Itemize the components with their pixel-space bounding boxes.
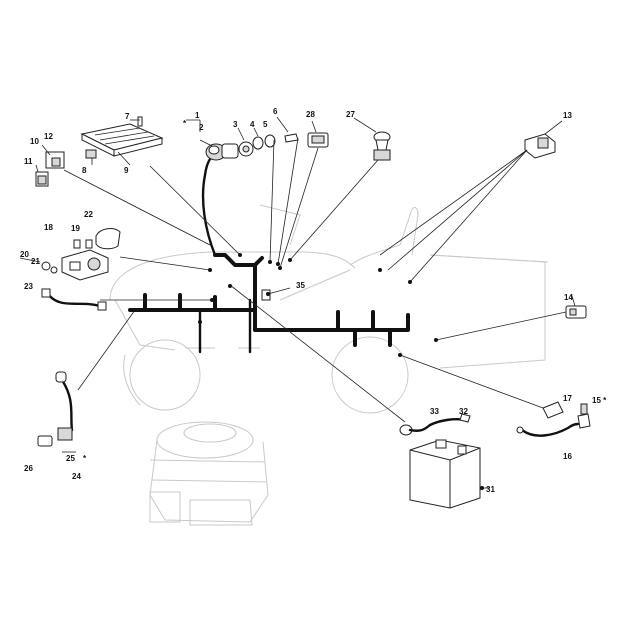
washer-part-4-5 — [252, 134, 276, 150]
callout-3: 3 — [233, 120, 238, 129]
cable-part-24 — [55, 371, 74, 441]
key-part-6 — [284, 133, 299, 143]
cable-part-23 — [41, 288, 107, 311]
callout-23: 23 — [24, 282, 33, 291]
callout-12: 12 — [44, 132, 53, 141]
callout-2: 2 — [199, 123, 204, 132]
callout-1: 1 — [195, 111, 200, 120]
engine-outline — [149, 421, 269, 526]
callout-31: 31 — [486, 485, 495, 494]
callout-13: 13 — [563, 111, 572, 120]
callout-11: 11 — [24, 157, 33, 166]
battery-terminal-cover-part-33 — [399, 423, 432, 436]
callout-33: 33 — [430, 407, 439, 416]
rocker-switch-part-28 — [307, 132, 329, 148]
wire-part-16 — [516, 422, 580, 437]
callout-7: 7 — [125, 112, 130, 121]
push-button-part-27 — [373, 131, 391, 161]
ignition-switch-part-2 — [205, 143, 239, 161]
callout-32: 32 — [459, 407, 468, 416]
callout-22: 22 — [84, 210, 93, 219]
callout-8: 8 — [82, 166, 87, 175]
plug-part-26 — [37, 435, 53, 447]
leader-dots — [133, 253, 484, 490]
battery-part-31 — [409, 439, 481, 509]
callout-labels: 1 * 2 3 4 5 6 7 8 9 10 11 12 13 14 15 * … — [20, 107, 607, 494]
callout-19: 19 — [71, 224, 80, 233]
callout-9: 9 — [124, 166, 129, 175]
callout-5: 5 — [263, 120, 268, 129]
connector-part-35 — [261, 289, 271, 301]
callout-4: 4 — [250, 120, 255, 129]
callout-star-bottom: * — [83, 454, 87, 463]
callout-26: 26 — [24, 464, 33, 473]
relay-part-13 — [524, 133, 556, 159]
callout-18: 18 — [44, 223, 53, 232]
callout-28: 28 — [306, 110, 315, 119]
relay-parts-10-12 — [35, 151, 65, 187]
callout-14: 14 — [564, 293, 573, 302]
terminal-part-18-19 — [73, 239, 93, 249]
callout-25: 25 — [66, 454, 75, 463]
callout-21: 21 — [31, 257, 40, 266]
leader-lines — [19, 116, 576, 489]
callout-27: 27 — [346, 110, 355, 119]
callout-10: 10 — [30, 137, 39, 146]
cover-part-22 — [95, 228, 121, 250]
callout-35: 35 — [296, 281, 305, 290]
callout-20: 20 — [20, 250, 29, 259]
switch-part-3 — [238, 141, 254, 157]
callout-6: 6 — [273, 107, 278, 116]
sensor-part-15 — [577, 403, 591, 429]
callout-17: 17 — [563, 394, 572, 403]
callout-24: 24 — [72, 472, 81, 481]
callout-star-top: * — [183, 119, 187, 128]
sensor-part-14 — [565, 305, 587, 319]
callout-15: 15 * — [592, 396, 607, 405]
circuit-board-part-9 — [80, 116, 164, 159]
switch-part-17 — [542, 401, 564, 419]
callout-16: 16 — [563, 452, 572, 461]
starter-solenoid-part-20 — [41, 249, 109, 281]
battery-cable-part-32 — [428, 413, 471, 427]
tractor-outline — [109, 204, 549, 414]
